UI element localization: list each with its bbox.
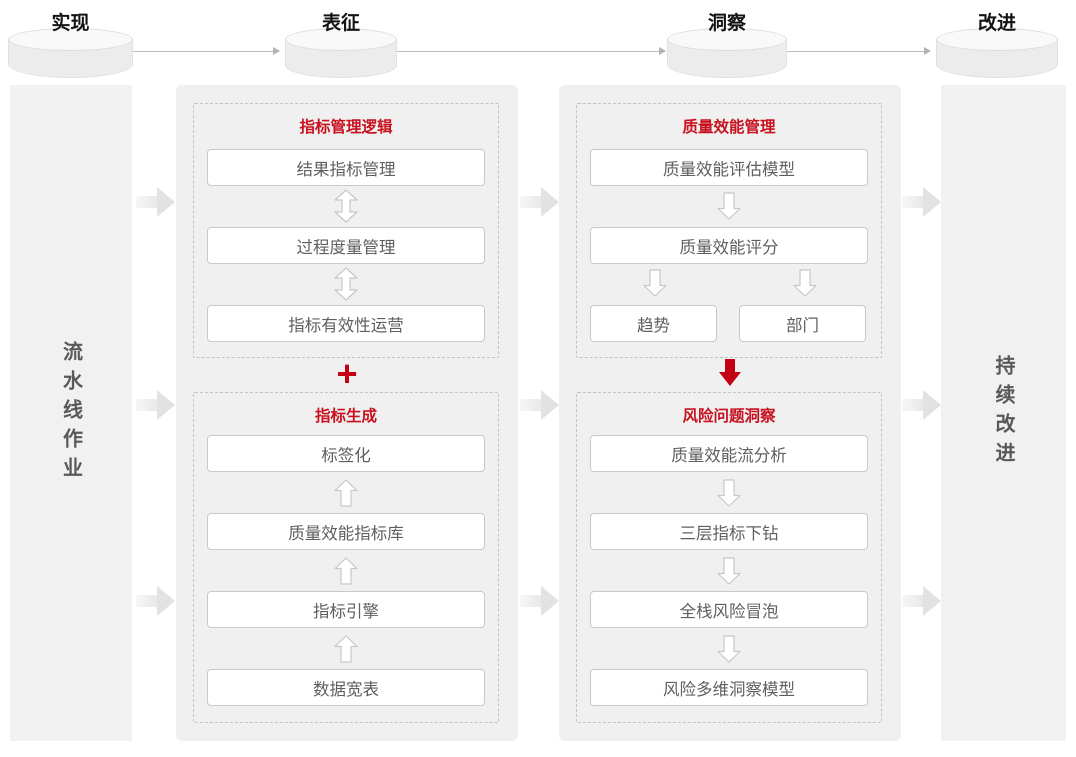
right-rail-label: 持续改进 <box>992 355 1014 471</box>
down-arrow-icon <box>716 479 742 507</box>
group-risk-problem-insight: 风险问题洞察 质量效能流分析 三层指标下钻 全栈风险冒泡 风险多维洞察模型 <box>576 392 882 723</box>
node: 标签化 <box>207 435 485 472</box>
node: 指标有效性运营 <box>207 305 485 342</box>
stage-label-insight: 洞察 <box>707 13 746 34</box>
left-rail: 流水线作业 <box>10 85 132 741</box>
node: 结果指标管理 <box>207 149 485 186</box>
database-cylinder-icon <box>936 28 1058 78</box>
cylinder-top <box>936 28 1058 51</box>
group-metric-management-logic: 指标管理逻辑 结果指标管理 过程度量管理 指标有效性运营 <box>193 103 499 358</box>
flow-arrow-icon <box>902 390 941 420</box>
node: 风险多维洞察模型 <box>590 669 868 706</box>
node: 部门 <box>739 305 866 342</box>
node: 全栈风险冒泡 <box>590 591 868 628</box>
plus-icon: + <box>336 353 358 394</box>
down-arrow-icon <box>642 269 668 297</box>
flow-arrow-icon <box>520 187 559 217</box>
flow-arrow-icon <box>902 187 941 217</box>
group-title: 质量效能管理 <box>682 119 776 136</box>
down-arrow-icon <box>716 192 742 220</box>
flow-arrow-icon <box>136 187 175 217</box>
node: 质量效能评估模型 <box>590 149 868 186</box>
node: 数据宽表 <box>207 669 485 706</box>
cylinder-top <box>285 28 397 51</box>
group-quality-efficiency-management: 质量效能管理 质量效能评估模型 质量效能评分 趋势 部门 <box>576 103 882 358</box>
up-arrow-icon <box>333 557 359 585</box>
cylinder-top <box>667 28 787 51</box>
insight-panel: 质量效能管理 质量效能评估模型 质量效能评分 趋势 部门 风险问题洞察 质量效能… <box>559 85 901 741</box>
stage-connector-line <box>787 47 931 55</box>
flow-arrow-icon <box>136 586 175 616</box>
node: 质量效能评分 <box>590 227 868 264</box>
stage-connector-line <box>397 47 666 55</box>
node: 趋势 <box>590 305 717 342</box>
node: 质量效能流分析 <box>590 435 868 472</box>
right-rail: 持续改进 <box>941 85 1066 741</box>
group-title: 指标管理逻辑 <box>299 119 393 136</box>
node: 三层指标下钻 <box>590 513 868 550</box>
down-arrow-icon <box>792 269 818 297</box>
left-rail-label: 流水线作业 <box>59 340 82 486</box>
group-title: 风险问题洞察 <box>682 408 776 425</box>
stage-label-improve: 改进 <box>977 13 1016 34</box>
up-arrow-icon <box>333 479 359 507</box>
stage-connector-line <box>133 47 280 55</box>
down-arrow-icon <box>716 635 742 663</box>
node: 过程度量管理 <box>207 227 485 264</box>
database-cylinder-icon <box>8 28 133 78</box>
flow-arrow-icon <box>902 586 941 616</box>
arrowhead-icon <box>924 47 931 55</box>
flow-arrow-icon <box>520 390 559 420</box>
stage-label-represent: 表征 <box>321 13 360 34</box>
node: 质量效能指标库 <box>207 513 485 550</box>
double-vertical-arrow-icon <box>333 267 359 301</box>
red-down-arrow-icon <box>718 359 742 387</box>
flow-arrow-icon <box>136 390 175 420</box>
database-cylinder-icon <box>285 28 397 78</box>
cylinder-top <box>8 28 133 51</box>
double-vertical-arrow-icon <box>333 189 359 223</box>
arrowhead-icon <box>659 47 666 55</box>
node: 指标引擎 <box>207 591 485 628</box>
database-cylinder-icon <box>667 28 787 78</box>
group-title: 指标生成 <box>314 408 377 425</box>
representation-panel: 指标管理逻辑 结果指标管理 过程度量管理 指标有效性运营 + 指标生成 标签化 … <box>176 85 518 741</box>
group-metric-generation: 指标生成 标签化 质量效能指标库 指标引擎 数据宽表 <box>193 392 499 723</box>
flow-arrow-icon <box>520 586 559 616</box>
stage-label-realize: 实现 <box>51 13 90 34</box>
down-arrow-icon <box>716 557 742 585</box>
arrowhead-icon <box>273 47 280 55</box>
up-arrow-icon <box>333 635 359 663</box>
